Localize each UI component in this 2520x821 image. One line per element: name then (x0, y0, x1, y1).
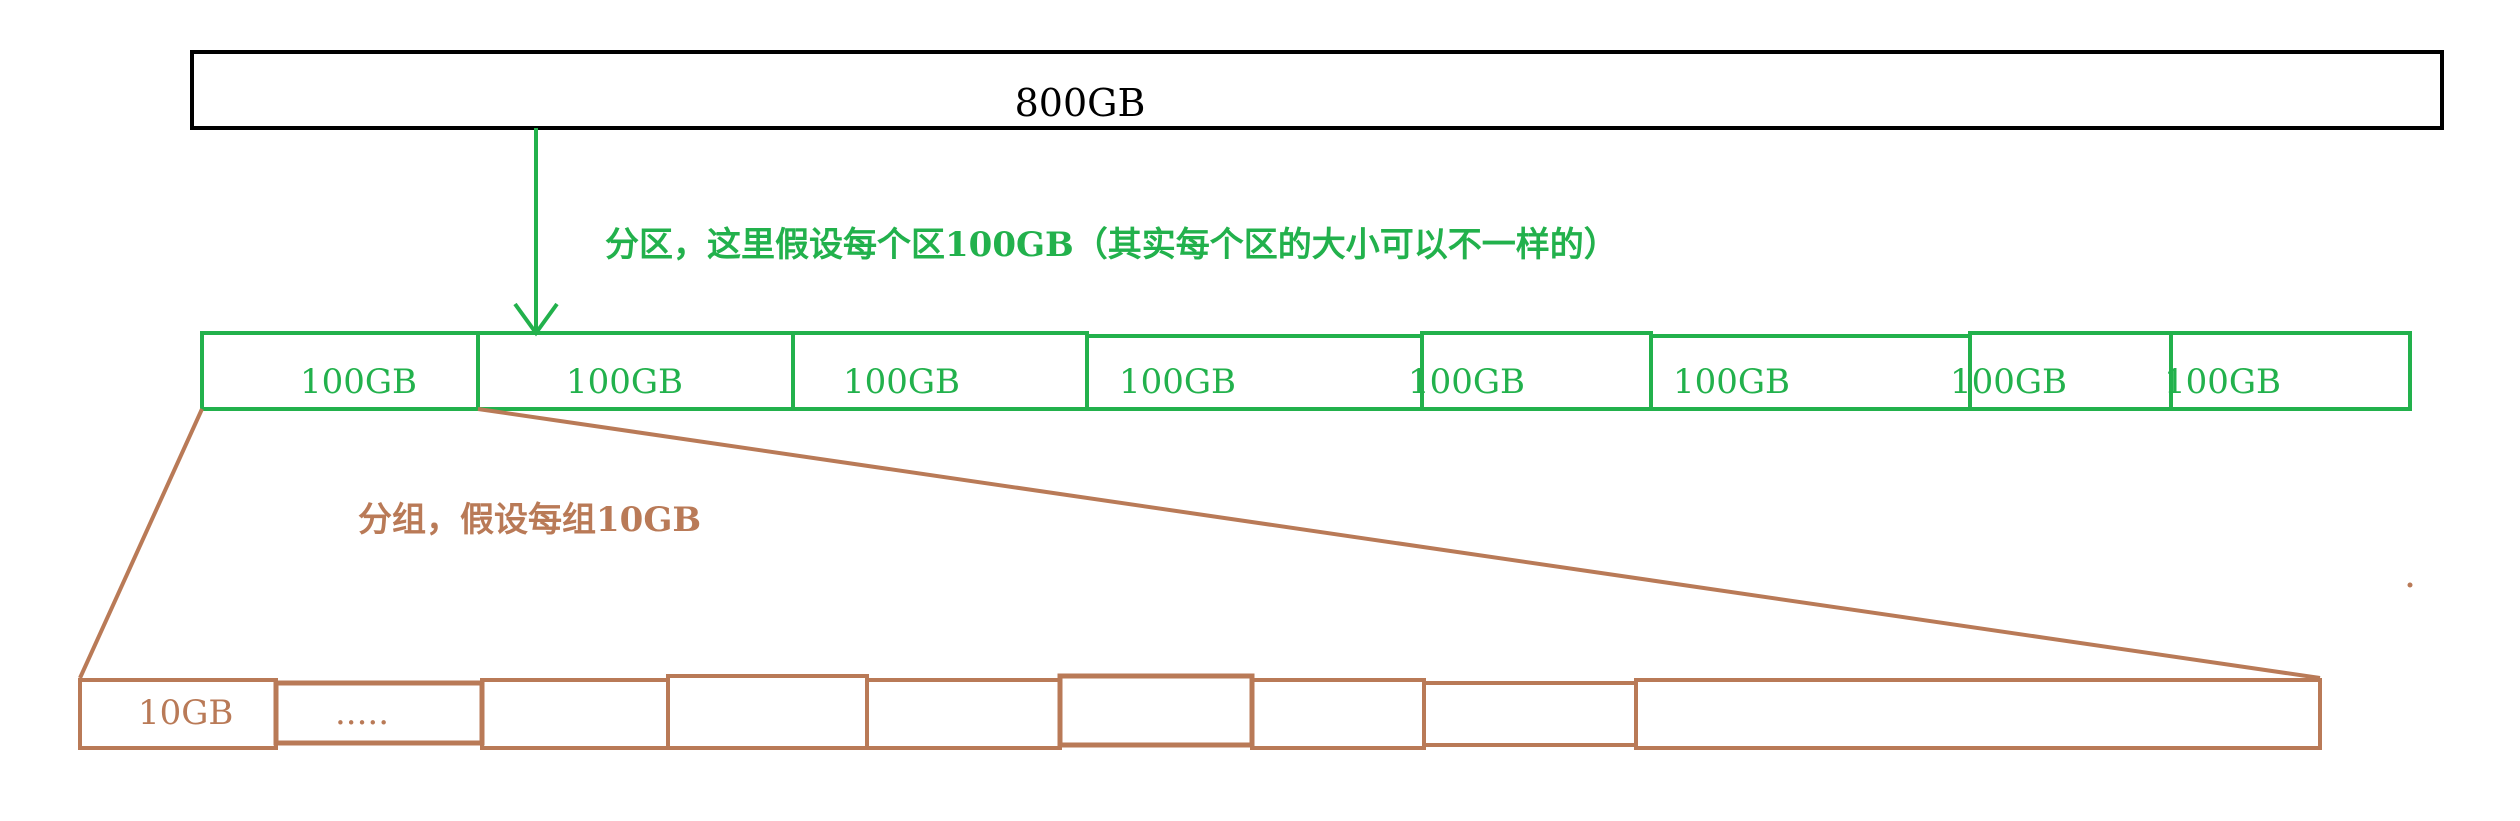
expansion-lines (78, 407, 2321, 680)
stray-dot (2407, 582, 2413, 588)
partition-label: 100GB (1673, 362, 1790, 402)
group-note: 分组，假设每组10GB (358, 500, 701, 540)
partition-row (200, 331, 2412, 411)
partition-labels: 100GB 100GB 100GB 100GB 100GB 100GB 100G… (300, 362, 2281, 402)
group-box (1634, 678, 2322, 750)
group-label: ..... (335, 693, 389, 733)
group-row (78, 673, 2322, 750)
partition-label: 100GB (1408, 362, 1525, 402)
disk-label: 800GB (1015, 81, 1146, 125)
partition-label: 100GB (300, 362, 417, 402)
disk-bar (190, 50, 2444, 130)
partition-box (2169, 331, 2412, 411)
group-label: 10GB (138, 693, 233, 733)
group-box (480, 678, 670, 750)
group-box (666, 674, 869, 750)
partition-label: 100GB (1119, 362, 1236, 402)
group-box (865, 678, 1062, 750)
group-box (1250, 678, 1426, 750)
partition-label: 100GB (2164, 362, 2281, 402)
partition-label: 100GB (566, 362, 683, 402)
partition-arrow (513, 128, 559, 337)
group-box (1422, 681, 1638, 747)
partition-label: 100GB (1950, 362, 2067, 402)
partition-note: 分区，这里假设每个区100GB（其实每个区的大小可以不一样的） (605, 225, 1618, 265)
group-box (1057, 673, 1255, 748)
partition-label: 100GB (843, 362, 960, 402)
